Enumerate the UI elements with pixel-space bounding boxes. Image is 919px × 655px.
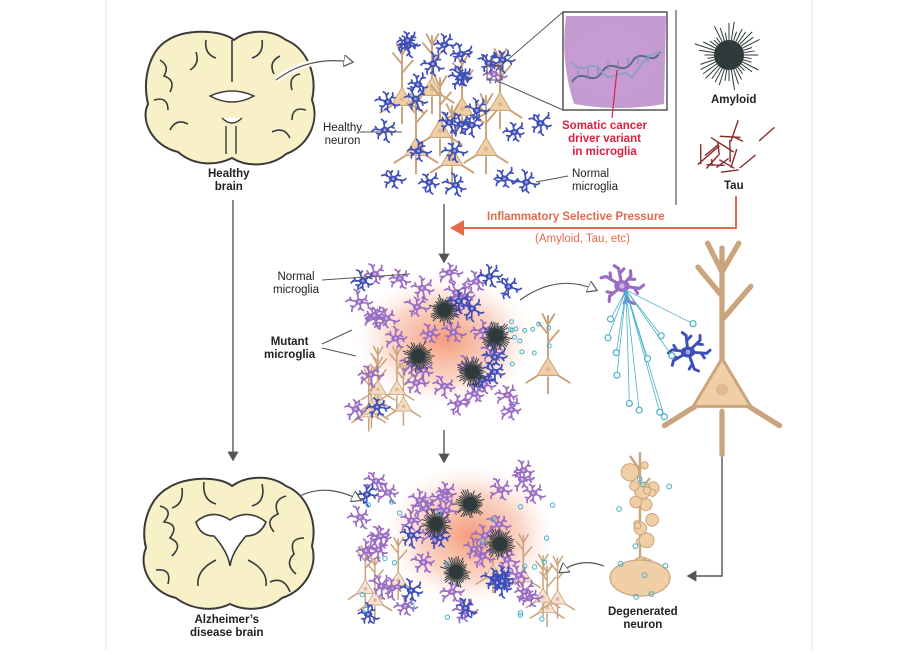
cytokine-dot-9 [608, 316, 614, 322]
neuron-bleb-11 [646, 513, 659, 526]
normal-microglia-13 [529, 113, 551, 136]
neuron-bleb-14 [635, 523, 641, 529]
cytokine-dot-7 [614, 372, 620, 378]
normal-microglia-3 [382, 171, 406, 188]
large-neuron-illustration [664, 243, 779, 454]
normal-microglia-21 [494, 168, 517, 188]
releasing-mutant-microglia [601, 266, 643, 304]
cytokine-dot-8 [626, 400, 632, 406]
neuron-cytokine-8 [617, 507, 622, 512]
cytokine-dot-6 [613, 350, 619, 356]
cytokine-dot-1 [605, 335, 611, 341]
cytokine-ray-10 [626, 290, 660, 412]
normal-microglia-bot-4 [358, 602, 379, 623]
amyloid-fibrils [695, 22, 760, 90]
mutant-microglia-bot-22 [357, 539, 376, 562]
cytokine-dot-5 [636, 407, 642, 413]
neuron-bleb-17 [630, 496, 642, 508]
arrow-to-degenerated-neuron [688, 448, 722, 576]
large-healthy-neuron [664, 243, 779, 454]
healthy-neuron-cluster [380, 34, 521, 183]
mutant-microglia-bot-30 [348, 506, 371, 528]
tau-fiber-1 [718, 142, 719, 155]
tau-fiber-16 [705, 145, 718, 156]
tau-fiber-2 [740, 155, 756, 168]
cytokine-bot-10 [445, 615, 449, 619]
neuron-bleb-16 [630, 481, 639, 490]
neuron-bleb-13 [643, 487, 650, 494]
cytokine-dot-4 [690, 321, 696, 327]
cytokine-release-detail [601, 266, 710, 420]
amyloid-plaque-icon [695, 22, 760, 90]
normal-microglia-18 [514, 170, 539, 193]
arrow-ad-brain-to-cluster [300, 490, 360, 500]
pressure-title-label: Inflammatory Selective Pressure [487, 211, 665, 224]
neuron-cytokine-7 [633, 544, 638, 549]
mutant-microglia-mid-23 [365, 264, 384, 284]
cytokine-bot-11 [550, 503, 554, 507]
neuron-cytokine-1 [663, 563, 668, 568]
tau-fiber-11 [716, 158, 728, 167]
cytokine-ray-4 [626, 290, 693, 324]
normal-microglia-25 [419, 173, 439, 194]
cytokine-bot-3 [540, 617, 544, 621]
cytokine-dot-11 [669, 353, 675, 359]
amyloid-label: Amyloid [711, 94, 756, 107]
arrow-cluster-to-cytokine [520, 283, 596, 300]
degenerated-neuron-illustration [610, 452, 672, 599]
normal-microglia-11 [372, 119, 396, 142]
tau-tangle-icon [698, 120, 775, 172]
cytokine-ray-11 [626, 290, 672, 356]
cytokine-bot-18 [383, 556, 387, 560]
tau-fiber-13 [721, 170, 739, 172]
neuron-bleb-12 [639, 533, 654, 548]
cytokine-ray-2 [626, 290, 661, 336]
tau-fiber-9 [759, 127, 774, 141]
arrow-neuron-to-cluster [560, 563, 604, 572]
tau-label: Tau [724, 180, 744, 193]
activated-normal-microglia [668, 333, 710, 371]
neuron-cytokine-3 [667, 484, 672, 489]
neuron-bleb-15 [621, 464, 638, 481]
neuron-bleb-7 [641, 462, 648, 469]
tau-fiber-8 [720, 136, 741, 137]
cytokine-dot-10 [657, 409, 663, 415]
microglia-nucleus-inset [563, 12, 667, 118]
healthy-brain-illustration [146, 32, 315, 165]
leader-normal-microglia-top [536, 176, 568, 182]
normal-microglia-22 [503, 123, 524, 141]
tau-fiber-4 [706, 155, 718, 168]
pressure-sub-label: (Amyloid, Tau, etc) [535, 233, 630, 246]
alzheimers-brain-illustration [144, 478, 314, 609]
leader-mutant-1 [322, 330, 352, 344]
normal-microglia-12 [443, 173, 466, 196]
leader-mutant-2 [322, 348, 356, 356]
